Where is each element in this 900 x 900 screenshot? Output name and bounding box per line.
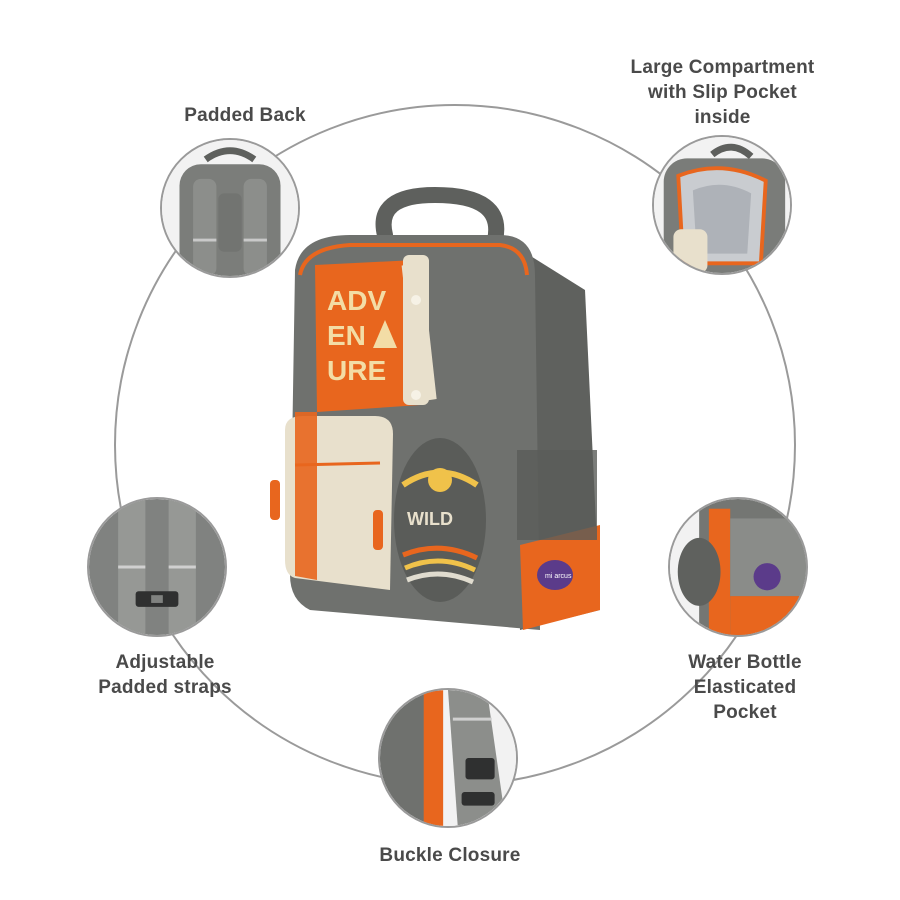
thumb-water-bottle-pocket bbox=[668, 497, 808, 637]
padded-back-image bbox=[162, 140, 298, 276]
hero-backpack: ADV EN URE mi arcus WILD bbox=[255, 180, 625, 650]
large-compartment-image bbox=[654, 137, 790, 273]
front-print-line2: EN bbox=[327, 320, 366, 351]
adjustable-straps-image bbox=[89, 499, 225, 635]
patch-text: WILD bbox=[407, 509, 453, 529]
label-water-bottle: Water Bottle Elasticated Pocket bbox=[688, 652, 802, 723]
label-buckle-closure: Buckle Closure bbox=[379, 845, 521, 866]
front-print-line3: URE bbox=[327, 355, 386, 386]
buckle-closure-image bbox=[380, 690, 516, 826]
brand-badge bbox=[537, 560, 573, 590]
water-bottle-pocket-image bbox=[670, 499, 806, 635]
backpack-image: ADV EN URE mi arcus WILD bbox=[270, 186, 600, 630]
thumb-large-compartment bbox=[652, 135, 792, 275]
front-print-line1: ADV bbox=[327, 285, 386, 316]
label-padded-back: Padded Back bbox=[184, 105, 306, 126]
thumb-buckle-closure bbox=[378, 688, 518, 828]
label-large-compartment: Large Compartment with Slip Pocket insid… bbox=[630, 57, 815, 128]
tree-icon bbox=[373, 320, 397, 348]
brand-badge-text: mi arcus bbox=[545, 573, 572, 580]
label-adjustable-straps: Adjustable Padded straps bbox=[98, 652, 232, 698]
thumb-padded-back bbox=[160, 138, 300, 278]
thumb-adjustable-straps bbox=[87, 497, 227, 637]
